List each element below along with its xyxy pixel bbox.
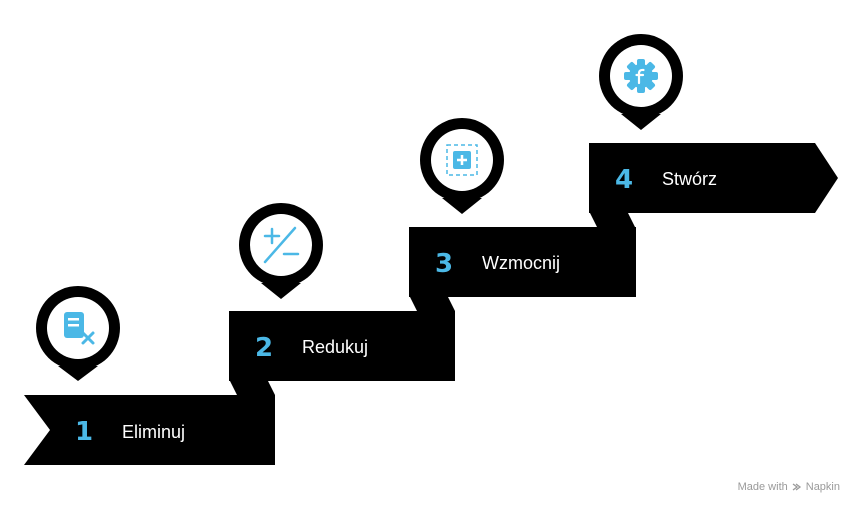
plus-minus-icon xyxy=(263,226,300,264)
step-4-label: Stwórz xyxy=(662,169,717,189)
step-2-label: Redukuj xyxy=(302,337,368,357)
step-3-block xyxy=(409,227,636,297)
step-3: 3 Wzmocnij xyxy=(409,118,636,297)
step-2-pin xyxy=(239,203,323,299)
step-1-fold xyxy=(230,381,275,395)
gear-f-icon xyxy=(624,59,658,93)
napkin-logo-icon xyxy=(792,483,801,491)
step-1-label: Eliminuj xyxy=(122,422,185,442)
step-3-number: 3 xyxy=(435,249,453,279)
step-3-fold xyxy=(590,213,635,227)
step-1-number: 1 xyxy=(75,417,93,447)
watermark: Made with Napkin xyxy=(738,481,840,493)
step-1: 1 Eliminuj xyxy=(24,286,275,465)
step-4: 4 Stwórz xyxy=(589,34,838,213)
step-4-pin xyxy=(599,34,683,130)
step-2-fold xyxy=(410,297,455,311)
step-2: 2 Redukuj xyxy=(229,203,455,381)
step-2-block xyxy=(229,311,455,381)
step-1-pin xyxy=(36,286,120,381)
step-4-block xyxy=(589,143,838,213)
step-3-pin xyxy=(420,118,504,214)
watermark-prefix: Made with xyxy=(737,481,788,493)
step-4-number: 4 xyxy=(615,165,633,195)
step-2-number: 2 xyxy=(255,333,273,363)
step-1-block xyxy=(24,395,275,465)
plus-square-icon xyxy=(446,144,478,176)
document-x-icon xyxy=(64,312,95,345)
step-3-label: Wzmocnij xyxy=(482,253,560,273)
watermark-brand: Napkin xyxy=(805,481,840,493)
